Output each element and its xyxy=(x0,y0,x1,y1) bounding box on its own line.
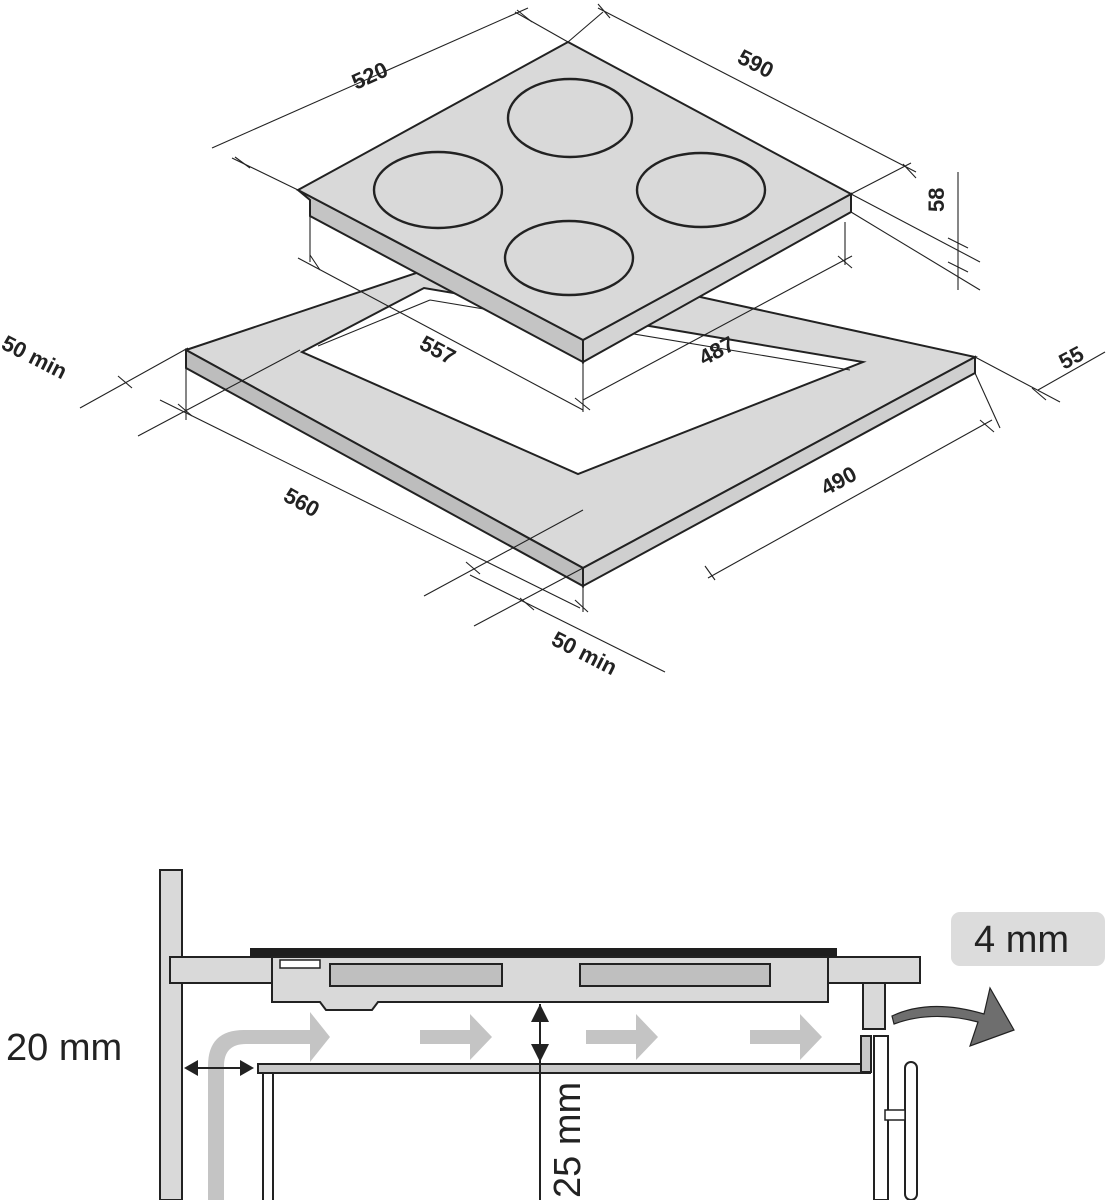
dim-cutout-width: 557 xyxy=(416,330,460,369)
hob-inner-right xyxy=(579,963,771,987)
label-side-clearance: 20 mm xyxy=(6,1027,122,1069)
exhaust-arrow xyxy=(891,986,1015,1047)
door-handle xyxy=(884,1109,906,1121)
side-clearance-arrow xyxy=(184,1060,254,1076)
hob-connector xyxy=(279,959,321,969)
cabinet-door xyxy=(904,1061,918,1200)
label-gap: 4 mm xyxy=(974,919,1069,961)
cabinet-shelf-lip xyxy=(860,1035,872,1073)
dim-left-min: 50 min xyxy=(0,330,71,384)
dim-hob-width: 590 xyxy=(734,44,778,83)
dim-front-min: 50 min xyxy=(548,626,621,680)
burner-left xyxy=(372,150,504,230)
airflow-arrow-3 xyxy=(750,1014,822,1060)
air-gap-arrow xyxy=(531,1004,549,1200)
gap-label-box xyxy=(951,912,1105,966)
label-air-gap: 25 mm xyxy=(547,1082,589,1198)
dimension-lines xyxy=(79,3,1106,673)
cabinet-frame xyxy=(183,248,978,588)
worktop-left xyxy=(169,956,273,984)
dim-back-clearance: 55 xyxy=(1055,341,1088,375)
airflow-inlet xyxy=(208,1030,312,1200)
hob-inner-left xyxy=(329,963,503,987)
cabinet-shelf xyxy=(257,1063,871,1074)
burner-right xyxy=(635,151,767,229)
support-block xyxy=(862,982,886,1030)
hob xyxy=(295,40,854,364)
dim-hob-height: 58 xyxy=(924,188,949,212)
airflow-arrow-2 xyxy=(586,1014,658,1060)
worktop-right xyxy=(827,956,921,984)
burner-front xyxy=(503,219,635,297)
dim-cabinet-width: 560 xyxy=(280,483,324,523)
airflow-arrow-1 xyxy=(420,1014,492,1060)
airflow-arrow-inlet-head xyxy=(310,1012,330,1062)
burner-rear xyxy=(506,77,634,159)
airflow-arrows xyxy=(420,1014,822,1060)
dim-cabinet-depth: 490 xyxy=(817,461,861,500)
hob-glass xyxy=(250,948,837,957)
dim-hob-depth: 520 xyxy=(348,57,392,95)
wall xyxy=(159,869,183,1200)
section-view xyxy=(159,869,1105,1200)
